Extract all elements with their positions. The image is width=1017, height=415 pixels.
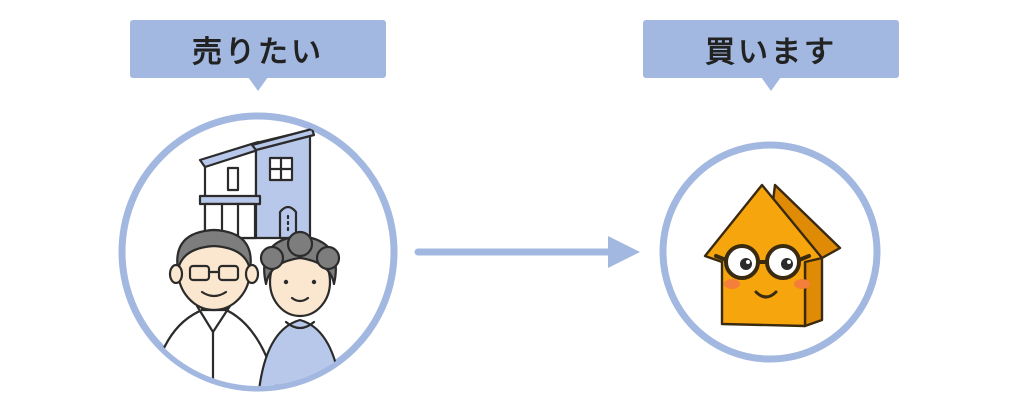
elderly-couple-with-house-icon — [148, 127, 344, 386]
buyer-speech-bubble: 買います — [643, 20, 899, 91]
buyer-label: 買います — [705, 35, 837, 70]
seller-label: 売りたい — [192, 35, 324, 70]
house-mascot-with-glasses-icon — [703, 183, 842, 328]
seller-speech-bubble: 売りたい — [130, 20, 386, 91]
arrow-right-icon — [414, 236, 640, 268]
